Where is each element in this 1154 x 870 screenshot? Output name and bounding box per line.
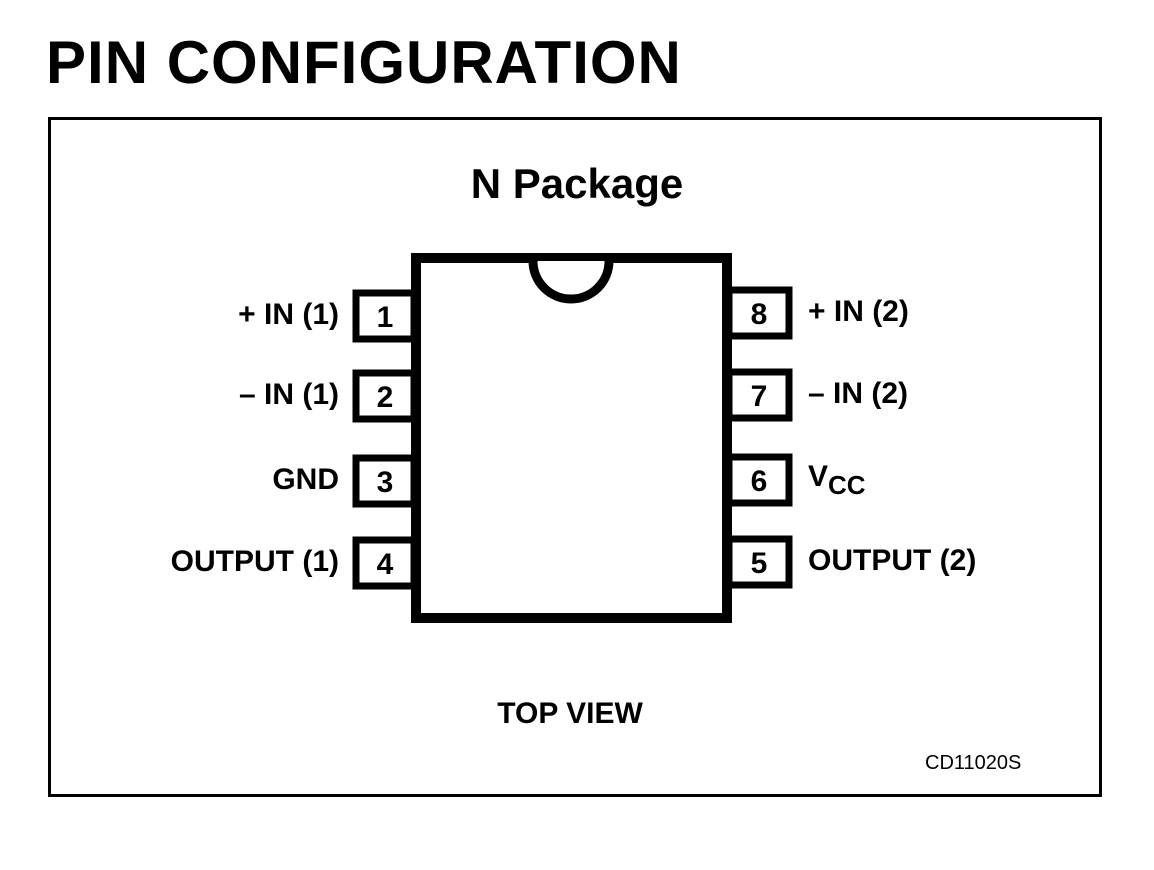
pin-label-vcc: VCC: [808, 460, 866, 502]
pin-number: 8: [751, 298, 768, 331]
pin-label: V: [808, 460, 829, 493]
pin-box-2: [352, 369, 418, 423]
pin-label: – IN (1): [238, 378, 339, 411]
pin-label: + IN (2): [808, 295, 909, 328]
pin-number: 1: [377, 301, 394, 334]
pin-box-4: [352, 536, 418, 590]
pin-label-subscript: CC: [828, 470, 866, 500]
view-label: TOP VIEW: [497, 697, 643, 730]
page-title: PIN CONFIGURATION: [46, 29, 682, 96]
pin-number: 4: [377, 548, 394, 581]
chip-body: [411, 253, 732, 623]
pin-label: OUTPUT (2): [808, 544, 977, 577]
pin-label: + IN (1): [238, 298, 339, 331]
pin-number: 2: [377, 381, 394, 414]
drawing-code: CD11020S: [925, 752, 1022, 774]
pin-label: – IN (2): [808, 377, 909, 410]
pin-number: 6: [751, 465, 768, 498]
pin-label: GND: [272, 463, 339, 496]
pin-box-8: [725, 286, 793, 340]
pin1-notch: [528, 260, 614, 304]
diagram-frame: [48, 117, 1102, 797]
pin-box-1: [352, 289, 418, 343]
pin-number: 5: [751, 547, 768, 580]
package-title: N Package: [470, 160, 684, 207]
pin-number: 7: [751, 380, 768, 413]
pin-number: 3: [377, 466, 394, 499]
pin-label: OUTPUT (1): [170, 545, 339, 578]
